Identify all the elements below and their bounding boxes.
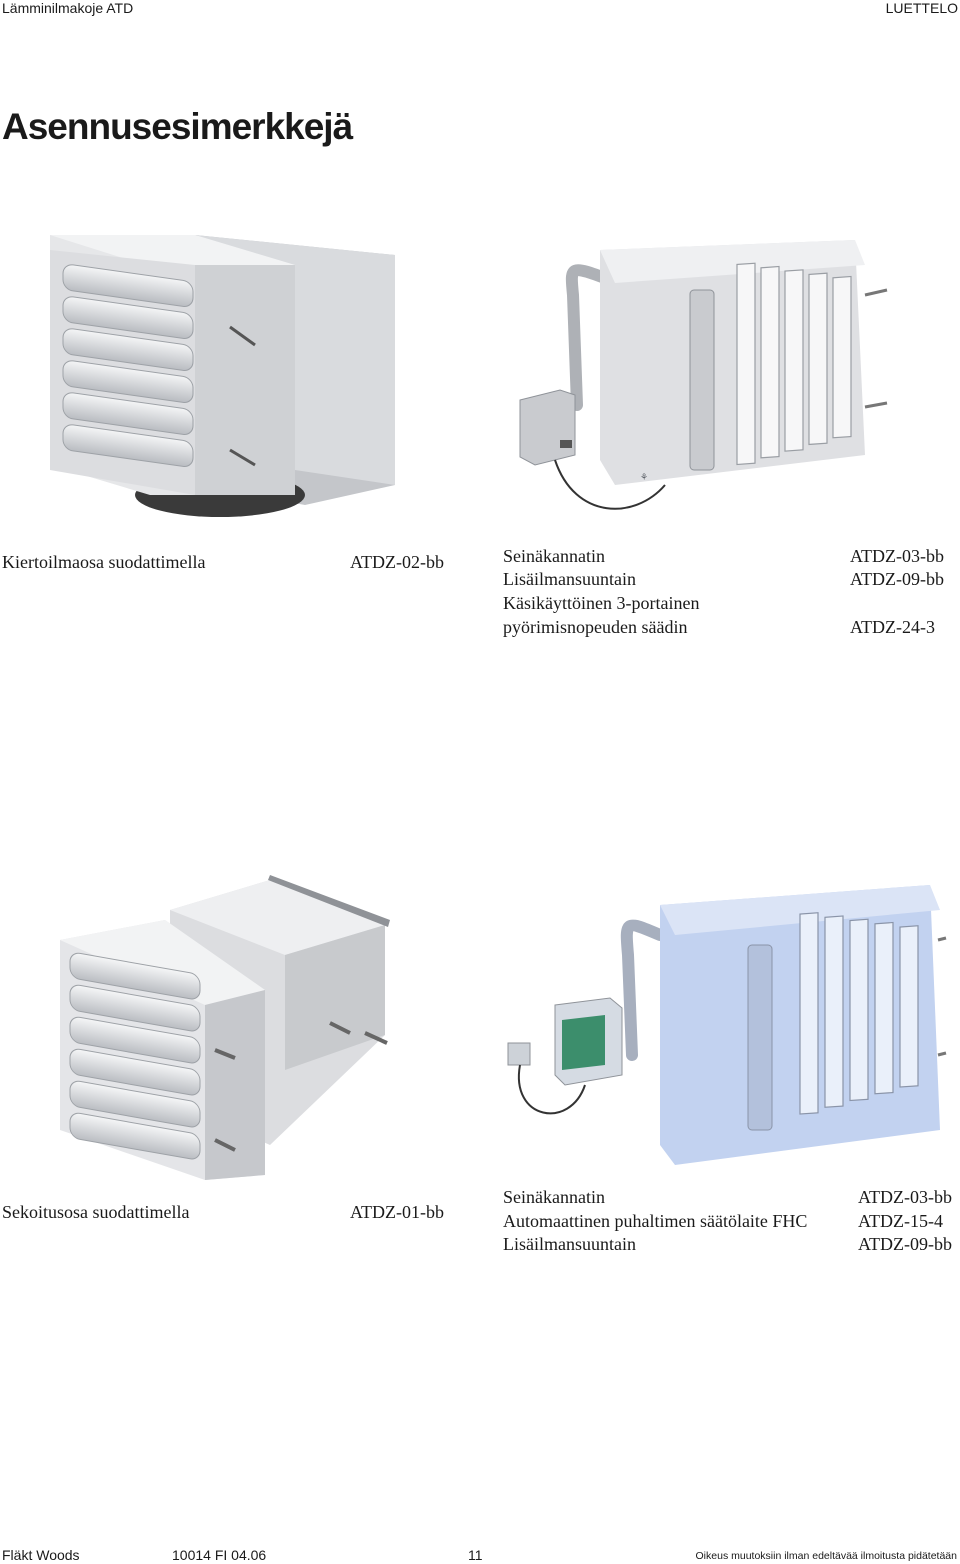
example4-label-0: Seinäkannatin: [503, 1187, 605, 1207]
footer-page-number: 11: [468, 1547, 483, 1563]
example4-label-1: Automaattinen puhaltimen säätölaite FHC: [503, 1211, 808, 1231]
example4-code-2: ATDZ-09-bb: [858, 1234, 952, 1254]
heater-with-fhc-illustration: [507, 885, 947, 1165]
example4-code-0: ATDZ-03-bb: [858, 1187, 952, 1207]
example2-code-1: ATDZ-09-bb: [850, 569, 944, 589]
example2-label-2: Käsikäyttöinen 3-portainen: [503, 593, 700, 613]
example4-code-1: ATDZ-15-4: [858, 1211, 943, 1231]
footer-doc-number: 10014 FI 04.06: [172, 1547, 267, 1563]
example2-code-0: ATDZ-03-bb: [850, 546, 944, 566]
example1-label: Kiertoilmaosa suodattimella: [2, 552, 206, 572]
heater-with-bracket-illustration: ⚘: [519, 240, 888, 510]
footer-brand: Fläkt Woods: [2, 1547, 80, 1563]
example2-label-3: pyörimisnopeuden säädin: [503, 617, 688, 637]
header-left: Lämminilmakoje ATD: [2, 0, 134, 16]
example2-label-0: Seinäkannatin: [503, 546, 605, 566]
page-title: Asennusesimerkkejä: [2, 106, 353, 147]
footer-note: Oikeus muutoksiin ilman edeltävää ilmoit…: [695, 1550, 957, 1562]
example4-label-2: Lisäilmansuuntain: [503, 1234, 636, 1254]
example3-code: ATDZ-01-bb: [350, 1202, 444, 1222]
example2-label-1: Lisäilmansuuntain: [503, 569, 636, 589]
mixing-unit-illustration: [60, 875, 390, 1180]
header-right: LUETTELO: [885, 0, 958, 16]
brand-logo: ⚘: [640, 472, 648, 482]
recirculation-unit-illustration: [50, 235, 395, 517]
example2-code-3: ATDZ-24-3: [850, 617, 935, 637]
example3-label: Sekoitusosa suodattimella: [2, 1202, 190, 1222]
example1-code: ATDZ-02-bb: [350, 552, 444, 572]
